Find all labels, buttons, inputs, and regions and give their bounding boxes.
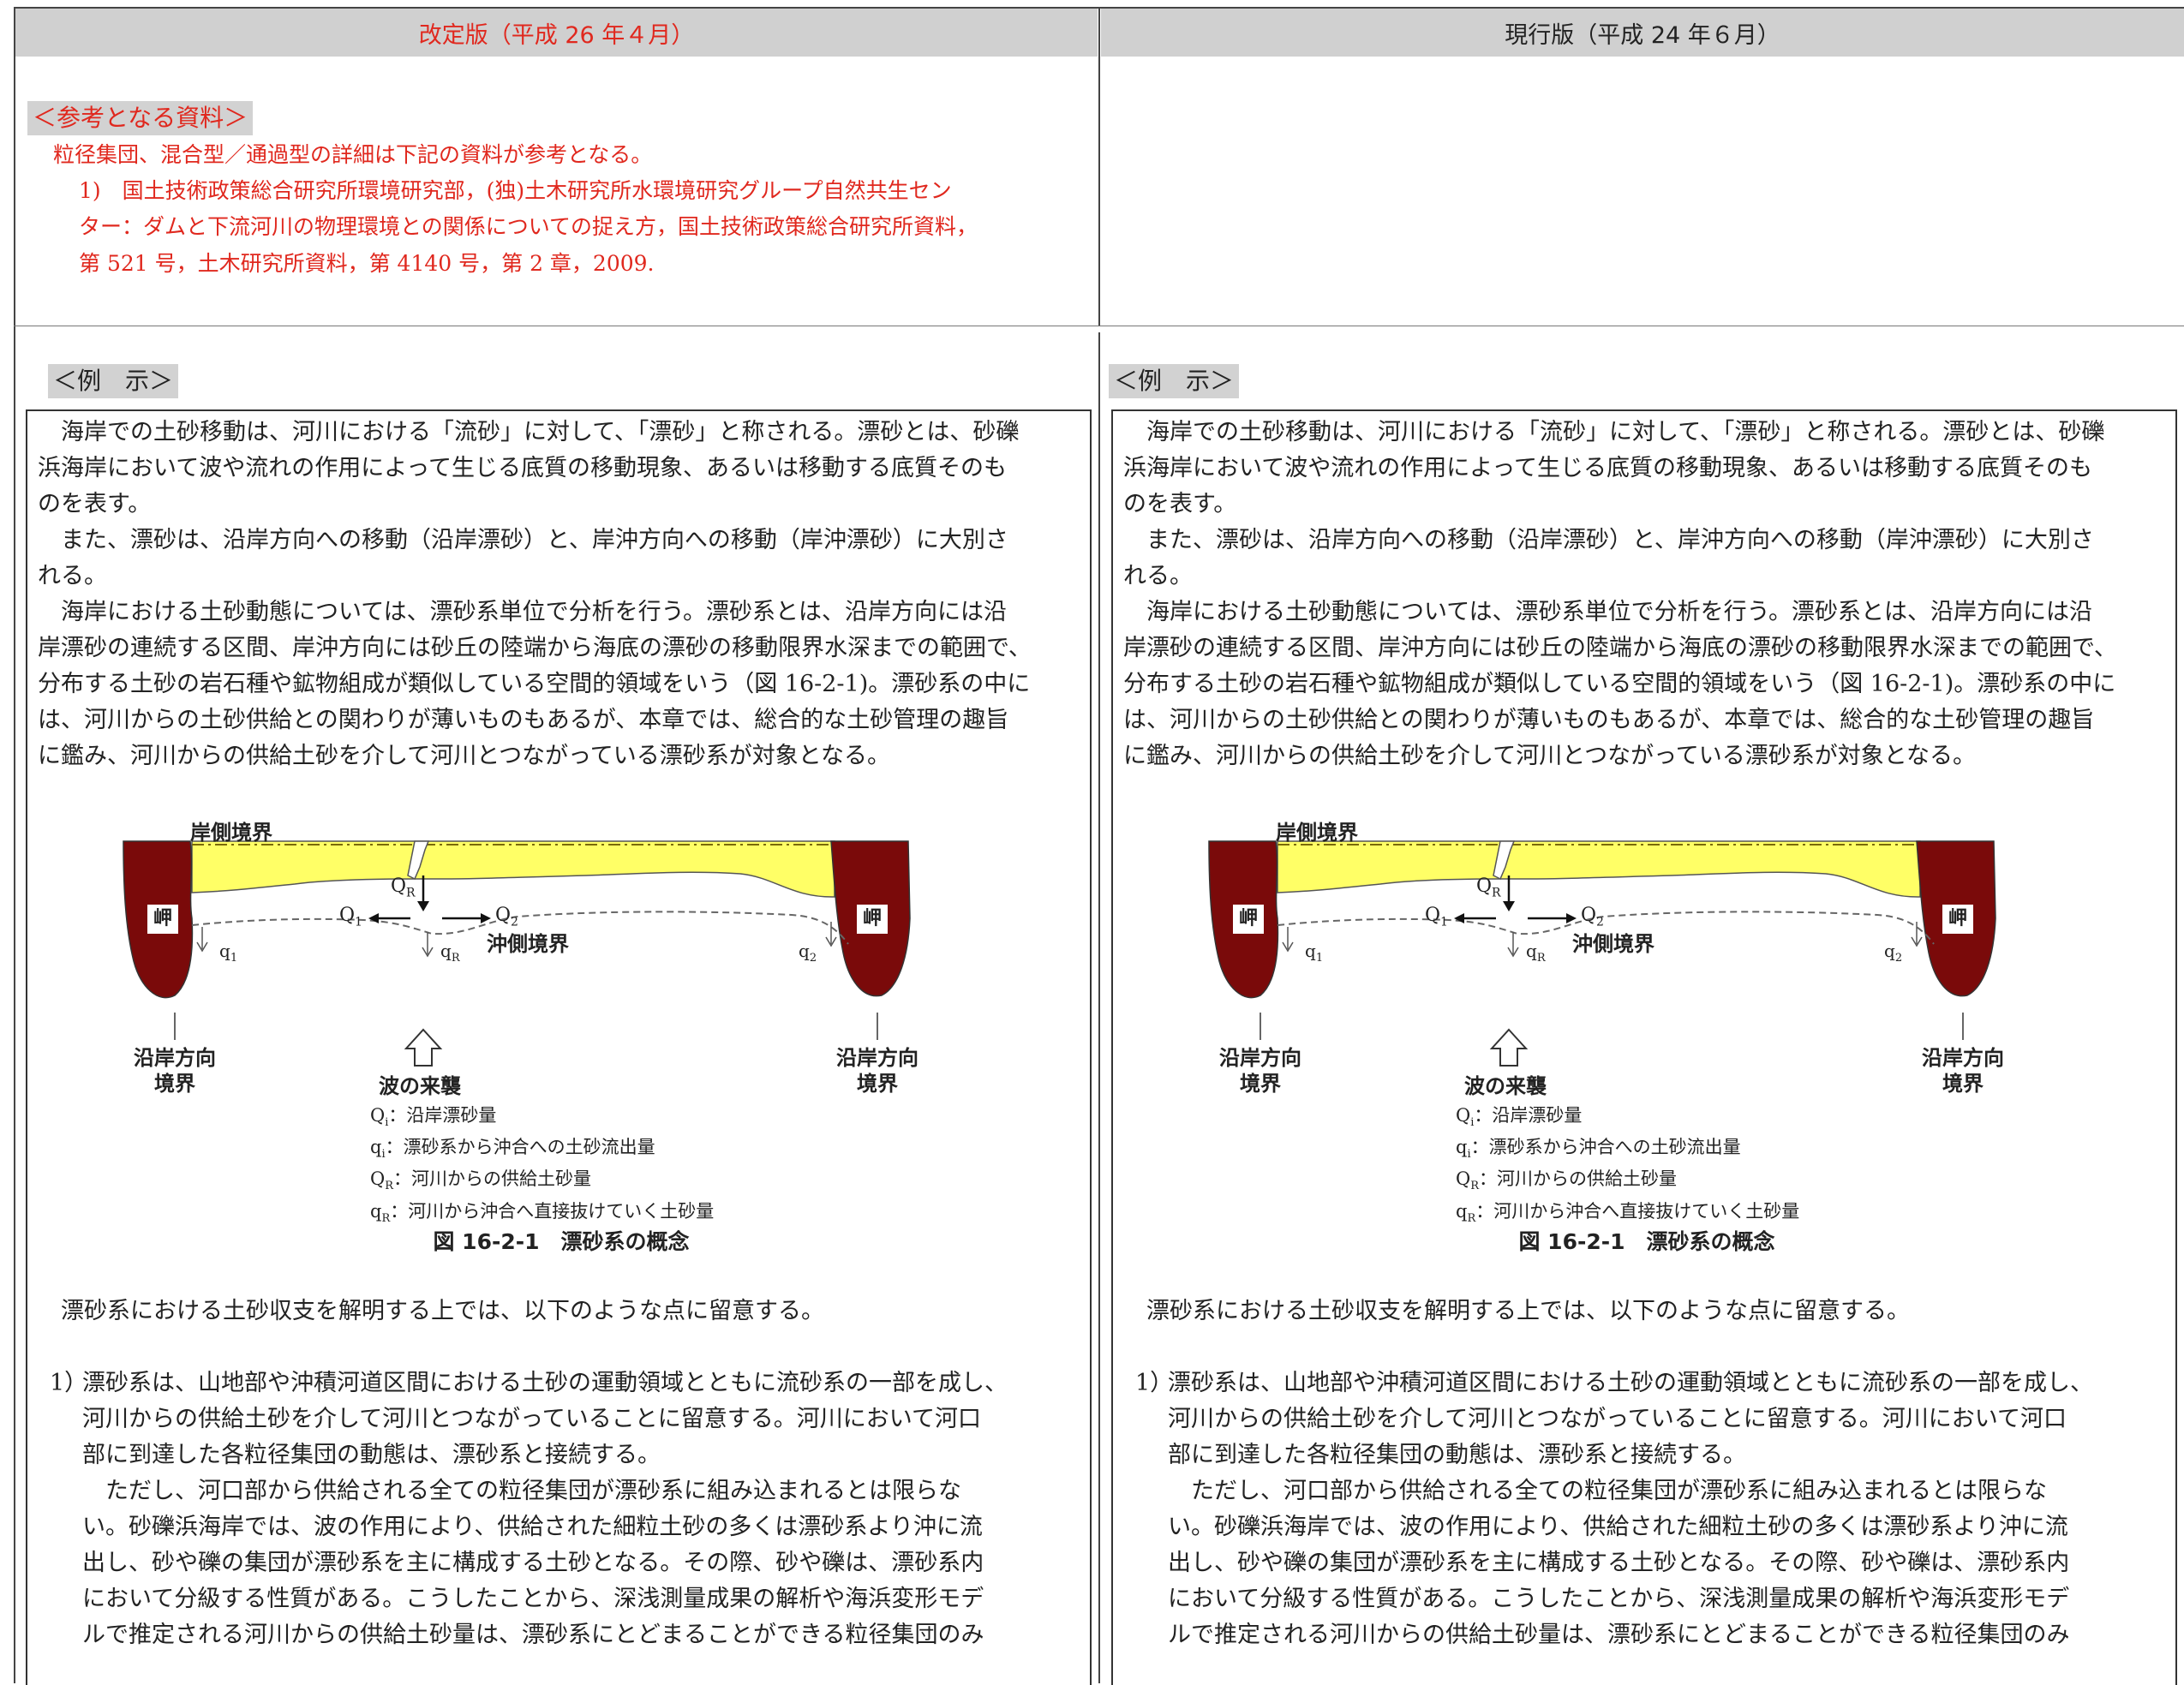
arrowhead bbox=[481, 913, 491, 923]
littoral-diagram bbox=[123, 840, 911, 1067]
table-divider bbox=[1098, 332, 1100, 1683]
list-item: 1） 漂砂系は、山地部や沖積河道区間における土砂の運動領域とともに流砂系の一部を… bbox=[38, 1365, 1085, 1653]
figure-littoral-system: 岬 岬 岸側境界 沖側境界 沿岸方向境界 沿岸方向境界 波の来襲 QR Q1 Q… bbox=[1123, 816, 2170, 1227]
list-number: 1） bbox=[50, 1370, 88, 1396]
reference-title: ＜参考となる資料＞ bbox=[27, 101, 254, 135]
reference-item-line: ター：ダムと下流河川の物理環境との関係についての捉え方，国土技術政策総合研究所資… bbox=[79, 214, 978, 239]
shore-boundary-label: 岸側境界 bbox=[1276, 821, 1358, 845]
table-border-left bbox=[14, 9, 15, 1683]
label-Q1: Q1 bbox=[1425, 905, 1448, 929]
list-text: 漂砂系は、山地部や沖積河道区間における土砂の運動領域とともに流砂系の一部を成し、… bbox=[82, 1370, 1008, 1468]
label-Q2: Q2 bbox=[1581, 905, 1604, 929]
body-paragraph: また、漂砂は、沿岸方向への移動（沿岸漂砂）と、岸沖方向への移動（岸沖漂砂）に大別… bbox=[1123, 527, 2094, 589]
figure-legend: Qi：沿岸漂砂量 qi：漂砂系から沖合への土砂流出量 QR：河川からの供給土砂量… bbox=[1456, 1103, 1799, 1231]
shore-boundary-label: 岸側境界 bbox=[190, 821, 272, 845]
reference-intro: 粒径集団、混合型／通過型の詳細は下記の資料が参考となる。 bbox=[53, 142, 653, 167]
list-text: ただし、河口部から供給される全ての粒径集団が漂砂系に組み込まれるとは限らない。砂… bbox=[1168, 1478, 2070, 1648]
legend-item: Qi：沿岸漂砂量 bbox=[1456, 1105, 1583, 1130]
wave-label: 波の来襲 bbox=[379, 1074, 461, 1098]
arrows-q bbox=[196, 922, 837, 958]
longshore-boundary-left-label: 沿岸方向境界 bbox=[134, 1046, 216, 1096]
sand-zone bbox=[1277, 840, 1921, 898]
example-column-right: 海岸での土砂移動は、河川における「流砂」に対して、「漂砂」と称される。漂砂とは、… bbox=[1123, 409, 2170, 1653]
example-label-left: ＜例 示＞ bbox=[48, 364, 179, 398]
wave-arrow-icon bbox=[404, 1028, 443, 1067]
label-QR: QR bbox=[391, 875, 416, 900]
body-paragraph: また、漂砂は、沿岸方向への移動（沿岸漂砂）と、岸沖方向への移動（岸沖漂砂）に大別… bbox=[38, 527, 1008, 589]
label-Q1: Q1 bbox=[339, 905, 362, 929]
figure-caption: 図 16-2-1 漂砂系の概念 bbox=[433, 1229, 690, 1254]
river bbox=[407, 840, 430, 881]
arrowhead bbox=[368, 913, 379, 923]
label-q1: q1 bbox=[219, 941, 238, 965]
legend-item: QR：河川からの供給土砂量 bbox=[370, 1168, 592, 1193]
body-paragraph: 海岸での土砂移動は、河川における「流砂」に対して、「漂砂」と称される。漂砂とは、… bbox=[1123, 419, 2105, 517]
example-box-right bbox=[1111, 409, 2177, 1685]
longshore-boundary-right-label: 沿岸方向境界 bbox=[1922, 1046, 2004, 1096]
label-q2: q2 bbox=[1884, 941, 1903, 965]
label-q2: q2 bbox=[799, 941, 817, 965]
cape-label-right: 岬 bbox=[1942, 905, 1973, 934]
header-left-title: 改定版（平成 26 年４月） bbox=[15, 9, 1098, 57]
reference-item-line: 第 521 号，土木研究所資料，第 4140 号，第 2 章，2009. bbox=[79, 251, 655, 276]
list-number: 1） bbox=[1135, 1370, 1174, 1396]
list-text: ただし、河口部から供給される全ての粒径集団が漂砂系に組み込まれるとは限らない。砂… bbox=[82, 1478, 984, 1648]
label-QR: QR bbox=[1476, 875, 1501, 900]
cape-label-left: 岬 bbox=[1233, 905, 1264, 934]
arrowhead bbox=[1503, 901, 1515, 911]
legend-item: qi：漂砂系から沖合への土砂流出量 bbox=[1456, 1137, 1741, 1162]
body-paragraph: 海岸における土砂動態については、漂砂系単位で分析を行う。漂砂系とは、沿岸方向には… bbox=[1123, 599, 2117, 769]
wave-label: 波の来襲 bbox=[1464, 1074, 1547, 1098]
label-q1: q1 bbox=[1305, 941, 1324, 965]
example-column-left: 海岸での土砂移動は、河川における「流砂」に対して、「漂砂」と称される。漂砂とは、… bbox=[38, 409, 1085, 1653]
legend-item: QR：河川からの供給土砂量 bbox=[1456, 1168, 1678, 1193]
offshore-boundary-label: 沖側境界 bbox=[1572, 932, 1654, 956]
arrowhead bbox=[417, 901, 429, 911]
sand-zone bbox=[191, 840, 835, 898]
reference-item-line: 1) 国土技術政策総合研究所環境研究部，(独)土木研究所水環境研究グループ自然共… bbox=[79, 178, 952, 203]
label-Q2: Q2 bbox=[495, 905, 518, 929]
label-qR: qR bbox=[440, 941, 460, 965]
legend-item: qR：河川から沖合へ直接抜けていく土砂量 bbox=[1456, 1200, 1800, 1225]
figure-legend: Qi：沿岸漂砂量 qi：漂砂系から沖合への土砂流出量 QR：河川からの供給土砂量… bbox=[370, 1103, 714, 1231]
list-item: 1） 漂砂系は、山地部や沖積河道区間における土砂の運動領域とともに流砂系の一部を… bbox=[1123, 1365, 2170, 1653]
legend-item: Qi：沿岸漂砂量 bbox=[370, 1105, 497, 1130]
table-border-top bbox=[14, 7, 2184, 9]
arrowhead bbox=[1566, 913, 1577, 923]
table-divider-top bbox=[1098, 9, 1100, 326]
body-paragraph: 漂砂系における土砂収支を解明する上では、以下のような点に留意する。 bbox=[61, 1298, 824, 1324]
example-label-right: ＜例 示＞ bbox=[1109, 364, 1240, 398]
legend-item: qR：河川から沖合へ直接抜けていく土砂量 bbox=[370, 1200, 715, 1225]
body-paragraph: 海岸での土砂移動は、河川における「流砂」に対して、「漂砂」と称される。漂砂とは、… bbox=[38, 419, 1020, 517]
figure-caption: 図 16-2-1 漂砂系の概念 bbox=[1518, 1229, 1775, 1254]
offshore-boundary-label: 沖側境界 bbox=[487, 932, 569, 956]
river bbox=[1493, 840, 1516, 881]
figure-littoral-system: 岬 岬 岸側境界 沖側境界 沿岸方向境界 沿岸方向境界 波の来襲 QR Q1 Q… bbox=[38, 816, 1085, 1227]
wave-arrow-icon bbox=[1489, 1028, 1529, 1067]
offshore-boundary-line bbox=[1277, 911, 1935, 945]
arrows-q bbox=[1282, 922, 1923, 958]
offshore-boundary-line bbox=[191, 911, 849, 945]
label-qR: qR bbox=[1526, 941, 1546, 965]
body-paragraph: 漂砂系における土砂収支を解明する上では、以下のような点に留意する。 bbox=[1146, 1298, 1910, 1324]
example-box-left bbox=[26, 409, 1092, 1685]
body-paragraph: 海岸における土砂動態については、漂砂系単位で分析を行う。漂砂系とは、沿岸方向には… bbox=[38, 599, 1032, 769]
longshore-boundary-right-label: 沿岸方向境界 bbox=[836, 1046, 918, 1096]
header-right-title: 現行版（平成 24 年６月） bbox=[1101, 9, 2184, 57]
list-text: 漂砂系は、山地部や沖積河道区間における土砂の運動領域とともに流砂系の一部を成し、… bbox=[1168, 1370, 2093, 1468]
cape-label-right: 岬 bbox=[857, 905, 888, 934]
longshore-boundary-left-label: 沿岸方向境界 bbox=[1219, 1046, 1301, 1096]
cape-label-left: 岬 bbox=[147, 905, 178, 934]
legend-item: qi：漂砂系から沖合への土砂流出量 bbox=[370, 1137, 655, 1162]
arrowhead bbox=[1454, 913, 1464, 923]
